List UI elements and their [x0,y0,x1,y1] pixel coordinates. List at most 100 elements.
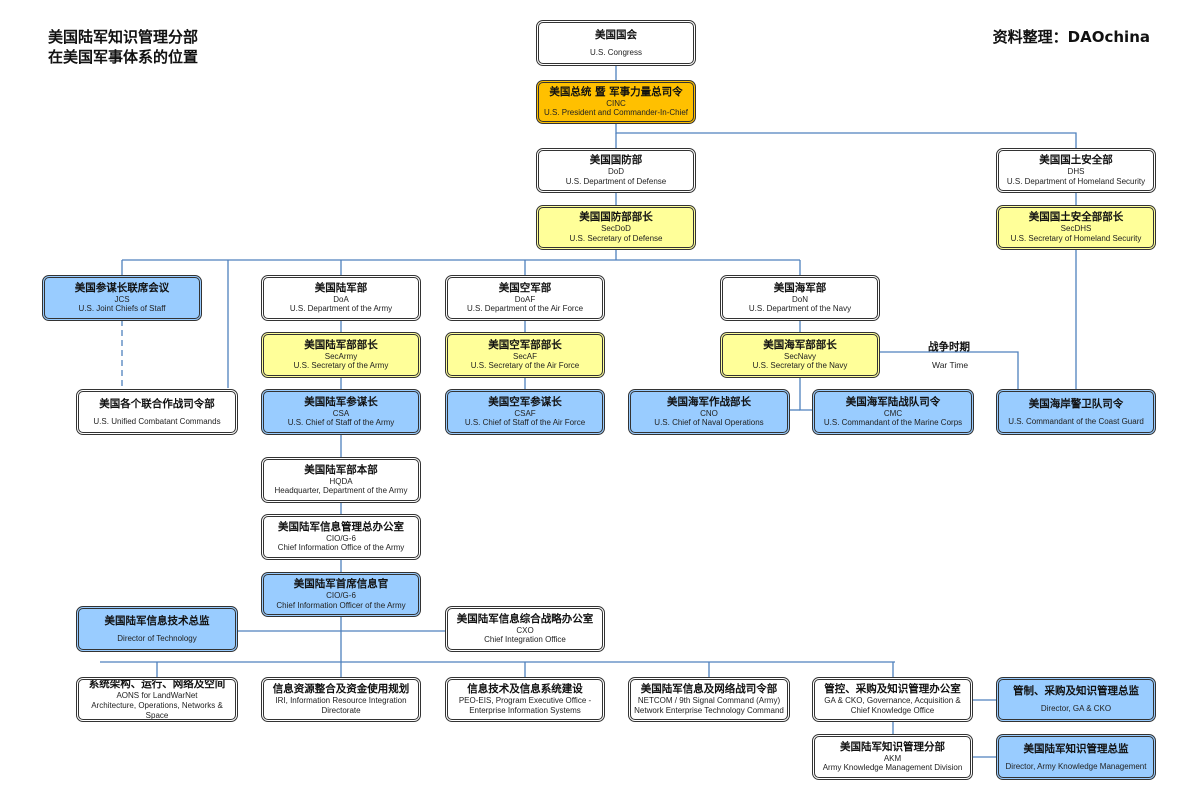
node-don: 美国海军部 DoN U.S. Department of the Navy [720,275,880,321]
node-cinc-zh: 美国总统 暨 军事力量总司令 [549,85,683,98]
node-cio-zh: 美国陆军首席信息官 [293,578,389,591]
node-csaf-zh: 美国空军参谋长 [488,395,562,408]
node-hqda-zh: 美国陆军部本部 [304,463,378,476]
node-netcom-abbr: NETCOM / 9th Signal Command (Army) [637,696,781,706]
node-hqda-abbr: HQDA [329,476,353,486]
node-secaf-zh: 美国空军部部长 [488,338,562,351]
node-don-zh: 美国海军部 [773,281,827,294]
node-dod-abbr: DoD [607,167,624,177]
node-tech-en: Director of Technology [117,633,197,643]
source-credit: 资料整理：DAOchina [992,28,1150,46]
node-iri-en: Directorate [321,705,361,715]
node-peo-abbr: PEO-EIS, Program Executive Office - [458,696,592,706]
node-aons-zh: 系统架构、运行、网络及空间 [88,678,226,691]
node-cmc: 美国海军陆战队司令 CMC U.S. Commandant of the Mar… [812,389,974,435]
node-cxo: 美国陆军信息综合战略办公室 CXO Chief Integration Offi… [445,606,605,652]
node-secdhs-en: U.S. Secretary of Homeland Security [1010,233,1142,243]
node-aons-abbr: AONS for LandWarNet [116,691,198,701]
node-cio-office-abbr: CIO/G-6 [326,533,356,543]
node-dhs-zh: 美国国土安全部 [1039,154,1113,167]
node-netcom-zh: 美国陆军信息及网络战司令部 [640,683,778,696]
node-congress-en: U.S. Congress [589,47,643,57]
node-secdod: 美国国防部部长 SecDoD U.S. Secretary of Defense [536,205,696,250]
node-dod: 美国国防部 DoD U.S. Department of Defense [536,148,696,193]
node-doa: 美国陆军部 DoA U.S. Department of the Army [261,275,421,321]
node-coastguard: 美国海岸警卫队司令 U.S. Commandant of the Coast G… [996,389,1156,435]
node-akm-abbr: AKM [883,753,902,763]
node-secnavy-en: U.S. Secretary of the Navy [752,361,848,371]
node-gacko-director-en: Director, GA & CKO [1040,704,1112,714]
node-secdhs-zh: 美国国土安全部部长 [1028,211,1124,224]
node-secaf-abbr: SecAF [512,351,537,361]
node-doa-abbr: DoA [333,294,349,304]
node-aons-en: Architecture, Operations, Networks & Spa… [91,701,223,720]
node-peo-en: Enterprise Information Systems [469,705,581,715]
node-cno-en: U.S. Chief of Naval Operations [654,418,764,428]
chart-subtitle: 在美国军事体系的位置 [48,48,199,66]
node-hqda-en: Headquarter, Department of the Army [274,486,408,496]
node-cmc-zh: 美国海军陆战队司令 [845,395,941,408]
node-secarmy: 美国陆军部部长 SecArmy U.S. Secretary of the Ar… [261,332,421,378]
node-tech-zh: 美国陆军信息技术总监 [104,614,210,627]
node-dhs-abbr: DHS [1067,167,1085,177]
node-congress-zh: 美国国会 [595,28,637,41]
node-secaf-en: U.S. Secretary of the Air Force [470,361,580,371]
node-ucc: 美国各个联合作战司令部 U.S. Unified Combatant Comma… [76,389,238,435]
node-csa: 美国陆军参谋长 CSA U.S. Chief of Staff of the A… [261,389,421,435]
node-csaf-en: U.S. Chief of Staff of the Air Force [464,418,586,428]
node-gacko-director-zh: 管制、采购及知识管理总监 [1013,685,1139,698]
node-cno: 美国海军作战部长 CNO U.S. Chief of Naval Operati… [628,389,790,435]
war-time-label-en: War Time [932,360,969,370]
node-cio-office-zh: 美国陆军信息管理总办公室 [278,520,404,533]
node-secarmy-abbr: SecArmy [324,351,358,361]
war-time-label-zh: 战争时期 [928,341,970,353]
node-gacko-en: Chief Knowledge Office [850,705,935,715]
node-jcs: 美国参谋长联席会议 JCS U.S. Joint Chiefs of Staff [42,275,202,321]
node-akm: 美国陆军知识管理分部 AKM Army Knowledge Management… [812,734,973,780]
node-peo-zh: 信息技术及信息系统建设 [467,683,583,696]
node-jcs-abbr: JCS [114,294,130,304]
node-secdod-zh: 美国国防部部长 [579,211,653,224]
node-secnavy-abbr: SecNavy [783,351,816,361]
node-dhs-en: U.S. Department of Homeland Security [1006,176,1146,186]
node-don-abbr: DoN [791,294,808,304]
node-cxo-zh: 美国陆军信息综合战略办公室 [456,612,594,625]
node-secdod-abbr: SecDoD [601,224,631,234]
node-secaf: 美国空军部部长 SecAF U.S. Secretary of the Air … [445,332,605,378]
node-cinc-en: U.S. President and Commander-In-Chief [543,108,689,118]
node-dhs: 美国国土安全部 DHS U.S. Department of Homeland … [996,148,1156,193]
node-gacko-abbr: GA & CKO, Governance, Acquisition & [824,696,961,706]
node-akm-director-zh: 美国陆军知识管理总监 [1023,742,1129,755]
node-hqda: 美国陆军部本部 HQDA Headquarter, Department of … [261,457,421,503]
node-coastguard-zh: 美国海岸警卫队司令 [1028,397,1124,410]
node-doaf-en: U.S. Department of the Air Force [466,304,584,314]
node-secnavy-zh: 美国海军部部长 [763,338,837,351]
node-dod-en: U.S. Department of Defense [565,176,667,186]
node-iri: 信息资源整合及资金使用规划 IRI, Information Resource … [261,677,421,722]
node-secdhs: 美国国土安全部部长 SecDHS U.S. Secretary of Homel… [996,205,1156,250]
node-ucc-zh: 美国各个联合作战司令部 [99,397,215,410]
node-gacko-zh: 管控、采购及知识管理办公室 [824,683,961,696]
node-gacko: 管控、采购及知识管理办公室 GA & CKO, Governance, Acqu… [812,677,973,722]
node-doa-en: U.S. Department of the Army [289,304,393,314]
node-akm-zh: 美国陆军知识管理分部 [840,740,945,753]
node-cmc-en: U.S. Commandant of the Marine Corps [823,418,963,428]
node-jcs-zh: 美国参谋长联席会议 [74,281,170,294]
node-akm-director: 美国陆军知识管理总监 Director, Army Knowledge Mana… [996,734,1156,780]
node-netcom-en: Network Enterprise Technology Command [634,705,784,715]
node-akm-en: Army Knowledge Management Division [822,763,963,773]
node-iri-zh: 信息资源整合及资金使用规划 [272,683,410,696]
node-peo: 信息技术及信息系统建设 PEO-EIS, Program Executive O… [445,677,605,722]
node-netcom: 美国陆军信息及网络战司令部 NETCOM / 9th Signal Comman… [628,677,790,722]
node-doaf-zh: 美国空军部 [498,281,552,294]
node-don-en: U.S. Department of the Navy [748,304,852,314]
node-cno-zh: 美国海军作战部长 [667,395,751,408]
node-cxo-abbr: CXO [516,625,534,635]
node-doaf-abbr: DoAF [514,294,536,304]
node-cio-office: 美国陆军信息管理总办公室 CIO/G-6 Chief Information O… [261,514,421,560]
node-gacko-director: 管制、采购及知识管理总监 Director, GA & CKO [996,677,1156,722]
node-iri-abbr: IRI, Information Resource Integration [275,696,407,706]
node-csaf: 美国空军参谋长 CSAF U.S. Chief of Staff of the … [445,389,605,435]
node-cinc-abbr: CINC [606,98,626,108]
